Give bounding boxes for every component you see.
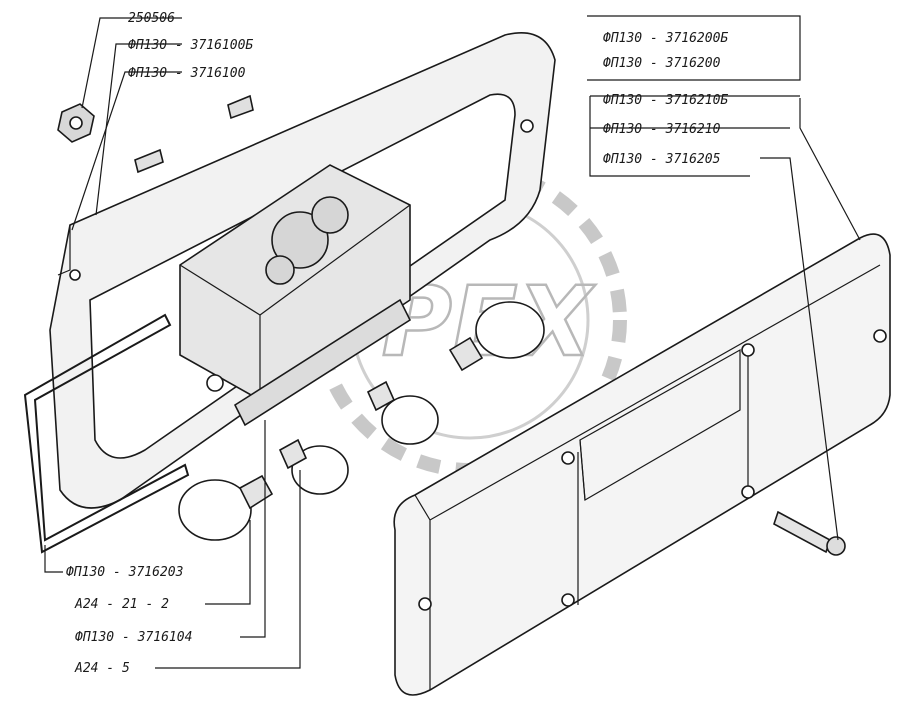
gasket xyxy=(23,313,190,554)
label-lens-b: ФП130 - 3716200Б xyxy=(603,31,728,46)
lens-cover xyxy=(393,233,891,696)
lamp-housing xyxy=(49,31,556,509)
label-nut: 250506 xyxy=(128,11,175,26)
label-bulb-5: А24 - 5 xyxy=(74,661,130,676)
bulb-large-right xyxy=(448,301,545,372)
bulb-small-center xyxy=(278,438,349,495)
label-gasket: ФП130 - 3716203 xyxy=(66,565,183,580)
label-glass: ФП130 - 3716210 xyxy=(603,122,721,137)
bulb-large-left xyxy=(178,474,274,541)
label-socket: ФП130 - 3716104 xyxy=(75,630,192,645)
label-screw: ФП130 - 3716205 xyxy=(603,152,721,167)
socket-plate xyxy=(233,298,412,427)
bulb-small-right xyxy=(366,380,439,445)
leader-lines xyxy=(44,15,861,669)
label-housing: ФП130 - 3716100 xyxy=(128,66,246,81)
nut-icon xyxy=(57,103,95,143)
label-housing-b: ФП130 - 3716100Б xyxy=(128,38,253,53)
label-lens: ФП130 - 3716200 xyxy=(603,56,721,71)
mounting-studs xyxy=(134,94,254,174)
label-bulb-21: А24 - 21 - 2 xyxy=(74,597,169,612)
label-glass-b: ФП130 - 3716210Б xyxy=(603,93,728,108)
screw-icon xyxy=(773,510,846,556)
